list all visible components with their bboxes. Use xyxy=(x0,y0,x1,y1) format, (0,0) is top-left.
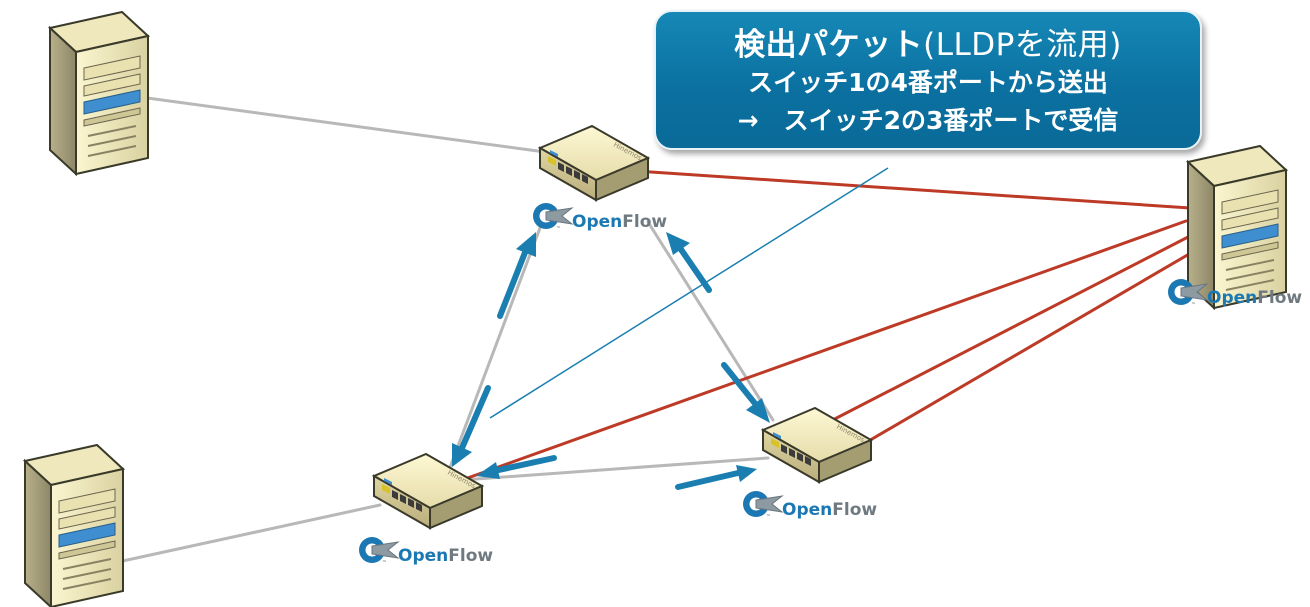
callout-title-paren: (LLDPを流用) xyxy=(923,27,1122,63)
arrow-left-to-switch-3 xyxy=(476,455,557,479)
openflow-logo-4: OpenFlow ™ xyxy=(358,536,493,566)
logo-tm: ™ xyxy=(382,560,387,566)
packet-arrows xyxy=(452,232,770,490)
arrow-down-to-switch-2 xyxy=(721,362,770,423)
logo-flow: Flow xyxy=(1257,288,1302,308)
link-server-d-switch-3 xyxy=(116,503,382,564)
svg-text:OpenFlow: OpenFlow xyxy=(398,546,493,566)
logo-flow: Flow xyxy=(448,546,493,566)
switch-1: Hinemos xyxy=(539,125,649,201)
server-icon-c xyxy=(24,444,124,607)
callout-send-line: スイッチ1の4番ポートから送出 xyxy=(748,68,1108,97)
logo-open: Open xyxy=(398,546,448,566)
openflow-logo-icon xyxy=(358,536,399,564)
switch-icon xyxy=(762,407,872,483)
logo-open: Open xyxy=(1207,288,1257,308)
switch-2: Hinemos xyxy=(762,407,872,483)
server-icon-b xyxy=(1187,145,1287,309)
link-switch-2-server-b xyxy=(821,234,1192,427)
logo-tm: ™ xyxy=(556,226,561,232)
openflow-logo-2: OpenFlow ™ xyxy=(1167,278,1302,308)
link-switch-3-server-b xyxy=(460,219,1188,482)
links-gray xyxy=(116,92,775,564)
switch-icon xyxy=(373,453,483,529)
svg-text:OpenFlow: OpenFlow xyxy=(572,212,667,232)
link-switch-1-switch-3 xyxy=(447,218,545,472)
logo-flow: Flow xyxy=(622,212,667,232)
callout-title: 検出パケット(LLDPを流用) xyxy=(656,26,1200,64)
svg-text:OpenFlow: OpenFlow xyxy=(1207,288,1302,308)
switch-icon xyxy=(539,125,649,201)
link-switch-1-switch-2 xyxy=(646,220,775,422)
arrow-down-to-switch-3 xyxy=(452,385,491,467)
link-switch-1-server-b xyxy=(634,169,1192,210)
logo-open: Open xyxy=(782,500,832,520)
openflow-logo-icon xyxy=(532,202,573,230)
server-icon-a xyxy=(49,11,149,175)
link-switch-2-server-b-2 xyxy=(858,248,1198,448)
arrow-up-to-switch-1 xyxy=(497,232,536,319)
callout-receive-line: → スイッチ2の3番ポートで受信 xyxy=(737,106,1119,135)
arrow-right-to-switch-2 xyxy=(675,465,757,490)
openflow-logo-1: OpenFlow ™ xyxy=(532,202,667,232)
openflow-logo-3: OpenFlow ™ xyxy=(742,490,877,520)
logo-flow: Flow xyxy=(832,500,877,520)
arrow-up-from-switch-2 xyxy=(666,232,712,293)
callout-pointer xyxy=(489,167,889,419)
link-switch-3-switch-2 xyxy=(460,456,770,482)
logo-tm: ™ xyxy=(1191,302,1196,308)
logo-open: Open xyxy=(572,212,622,232)
link-server-a-switch-1 xyxy=(116,92,547,154)
svg-text:OpenFlow: OpenFlow xyxy=(782,500,877,520)
callout-title-main: 検出パケット xyxy=(734,27,924,63)
logo-tm: ™ xyxy=(766,514,771,520)
detection-packet-callout: 検出パケット(LLDPを流用) スイッチ1の4番ポートから送出 → スイッチ2の… xyxy=(654,10,1202,150)
switch-3: Hinemos xyxy=(373,453,483,529)
links-red xyxy=(460,169,1198,482)
openflow-logo-icon xyxy=(742,490,783,518)
